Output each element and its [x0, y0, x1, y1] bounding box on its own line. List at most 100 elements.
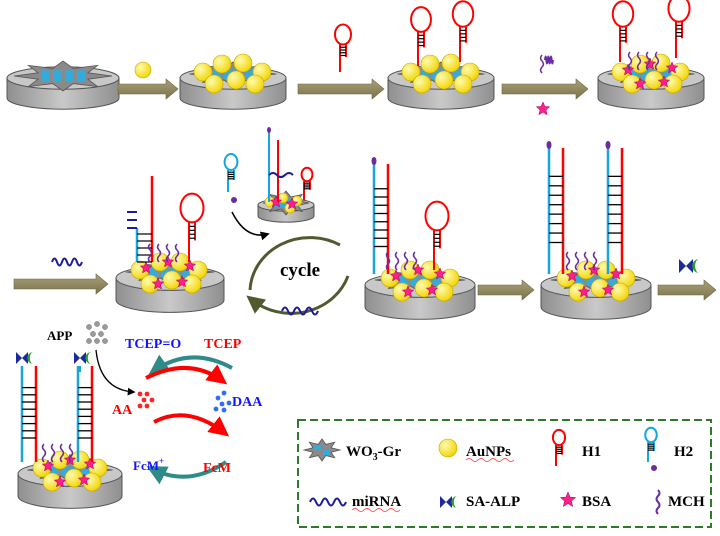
mirna-small [268, 172, 294, 178]
aa-label: AA [112, 403, 133, 418]
process-arrow [297, 78, 385, 100]
fcm-label: FcM [203, 461, 231, 476]
graphene-sheet [13, 60, 113, 92]
aunp-ball [434, 70, 454, 90]
aunp-ball [204, 74, 224, 94]
cycle-arc-top [248, 236, 341, 291]
ferrocene-tag [605, 141, 611, 149]
legend-sa-alp-label: SA-ALP [466, 494, 520, 510]
h1-h2-duplex [76, 366, 94, 462]
h1-hairpin [424, 200, 450, 270]
process-arrow [13, 273, 109, 295]
app-molecule [86, 338, 92, 344]
bsa-star [183, 259, 197, 272]
h1-hairpin [667, 0, 691, 58]
wo3-particle [41, 70, 49, 77]
bsa-star [401, 285, 415, 298]
h2-tag [231, 197, 237, 203]
daa-molecule [213, 406, 219, 412]
aunp-ball [434, 282, 454, 302]
mch-strand [394, 251, 400, 271]
tcep-o-label: TCEP=O [125, 337, 181, 352]
sa-alp-bound [16, 352, 34, 364]
daa-molecule [221, 407, 227, 413]
tcep-label: TCEP [204, 337, 242, 352]
aunps-underline [465, 458, 515, 462]
mch-strand [654, 51, 660, 71]
aunp-legend-icon [438, 438, 458, 458]
mch-strand [574, 251, 580, 271]
mch-reagent [544, 55, 554, 65]
aa-molecule [137, 403, 143, 409]
bsa-legend-icon [559, 491, 577, 508]
h1-hairpin [451, 0, 475, 62]
sa-alp-reagent [679, 259, 700, 273]
app-molecule [98, 331, 104, 337]
app-molecule [94, 321, 100, 327]
aunp-ball [226, 70, 246, 90]
aa-molecule [144, 403, 150, 409]
daa-molecule [215, 395, 221, 401]
bsa-reagent [535, 101, 551, 116]
bsa-star [565, 269, 579, 282]
wo3-particle [432, 279, 441, 286]
bsa-star [53, 475, 67, 488]
legend-mirna-label: miRNA [352, 494, 401, 510]
legend-h2-label: H2 [674, 444, 693, 460]
hybridization-arrow [231, 211, 270, 241]
legend-mch-label: MCH [668, 494, 705, 510]
mch-strand [412, 251, 418, 271]
h1-h2-duplex [605, 141, 624, 274]
mch-legend-icon [655, 489, 661, 515]
aunp-ball [233, 53, 253, 73]
app-molecule [86, 324, 92, 330]
aunp-ball [441, 53, 461, 73]
app-label: APP [47, 328, 72, 343]
wo3-particle [65, 70, 73, 77]
h1-reagent [334, 23, 352, 72]
mch-strand [147, 243, 153, 263]
bsa-star [175, 275, 189, 288]
app-molecule [102, 324, 108, 330]
bsa-star [657, 75, 671, 88]
ferrocene-tag [546, 141, 552, 149]
aunp-ball [170, 252, 190, 272]
aunp-ball [412, 74, 432, 94]
h1-h2-duplex [546, 141, 565, 274]
mch-strand [583, 251, 589, 271]
h1-h2-duplex [371, 157, 390, 274]
bsa-star [77, 473, 91, 486]
daa-molecule [221, 390, 227, 396]
aa-molecule [137, 391, 143, 397]
legend-aunps-label: AuNPs [466, 444, 511, 460]
mch-strand [50, 443, 56, 463]
bsa-star [389, 269, 403, 282]
legend-wo3-label: WO3-Gr [346, 444, 401, 463]
process-arrow [117, 78, 179, 100]
mch-strand [565, 251, 571, 271]
mch-strand [59, 443, 65, 463]
app-molecule [90, 331, 96, 337]
mch-strand [627, 51, 633, 71]
wo3-particle [53, 70, 61, 77]
process-arrow [657, 279, 717, 301]
sa-alp-bound [74, 352, 92, 364]
mch-strand [41, 443, 47, 463]
daa-molecule [219, 401, 225, 407]
aunp-ball [401, 62, 421, 82]
aunp-ball [596, 260, 616, 280]
mch-strand [636, 51, 642, 71]
bsa-star [621, 63, 635, 76]
aunp-ball [245, 74, 265, 94]
bsa-star [601, 283, 615, 296]
mch-reagent [539, 54, 545, 74]
process-arrow [477, 279, 535, 301]
bsa-star [577, 285, 591, 298]
mch-strand [385, 251, 391, 271]
mirna-bound [127, 211, 137, 229]
aunp-ball [420, 260, 440, 280]
mch-strand [156, 243, 162, 263]
mch-strand [174, 243, 180, 263]
h1-hairpin [410, 6, 432, 66]
